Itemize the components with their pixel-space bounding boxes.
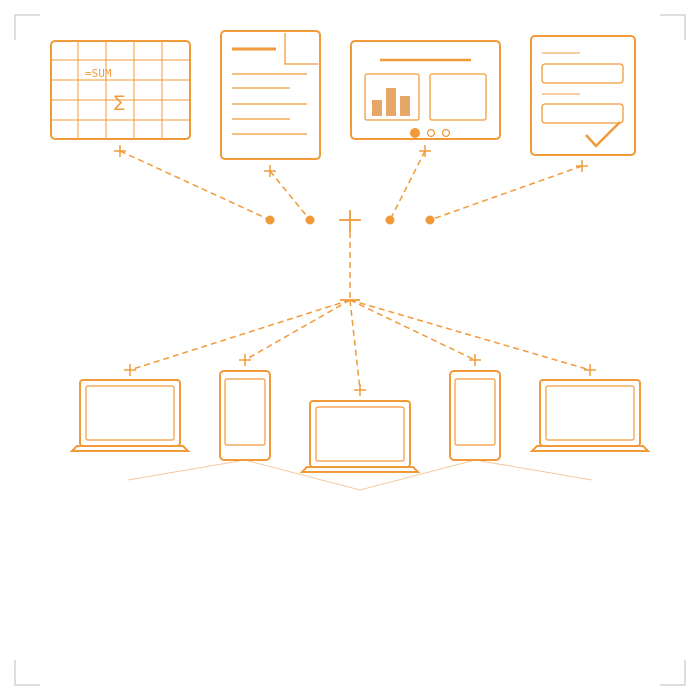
laptop-icon [529,379,651,452]
crosshair-marker-icon [114,145,126,157]
lower-connectors [129,299,591,391]
sum-symbol: ∑ [114,92,125,111]
laptop-icon [69,379,191,452]
slide-dot [441,128,451,138]
corner-bottom-right [660,660,686,686]
presentation-icon [350,40,501,140]
crosshair-marker-icon [264,165,276,177]
crosshair-marker-icon [469,354,481,366]
floor-lines [127,459,593,491]
corner-top-left [14,14,40,40]
crosshair-marker-icon [124,364,136,376]
device-markers [124,354,596,396]
crosshair-marker-icon [576,160,588,172]
laptop-icon [299,400,421,473]
crosshair-marker-icon [354,384,366,396]
form-checkmark-icon [530,35,636,156]
connection-dots [265,215,435,225]
spreadsheet-formula: =SUM [85,67,112,80]
tablet-icon [449,370,501,461]
slide-dot [426,128,436,138]
bar-chart-icon [372,88,410,116]
crosshair-marker-icon [419,145,431,157]
document-icon [220,30,321,160]
corner-bottom-left [14,660,40,686]
upper-connectors [119,150,583,221]
slide-dot-active [410,128,420,138]
tablet-icon [219,370,271,461]
corner-top-right [660,14,686,40]
crosshair-marker-icon [239,354,251,366]
spreadsheet-icon: =SUM ∑ [50,40,191,140]
corner-brackets [14,14,686,686]
crosshair-hub-icon [339,210,361,232]
source-markers [114,145,588,177]
crosshair-marker-icon [584,364,596,376]
